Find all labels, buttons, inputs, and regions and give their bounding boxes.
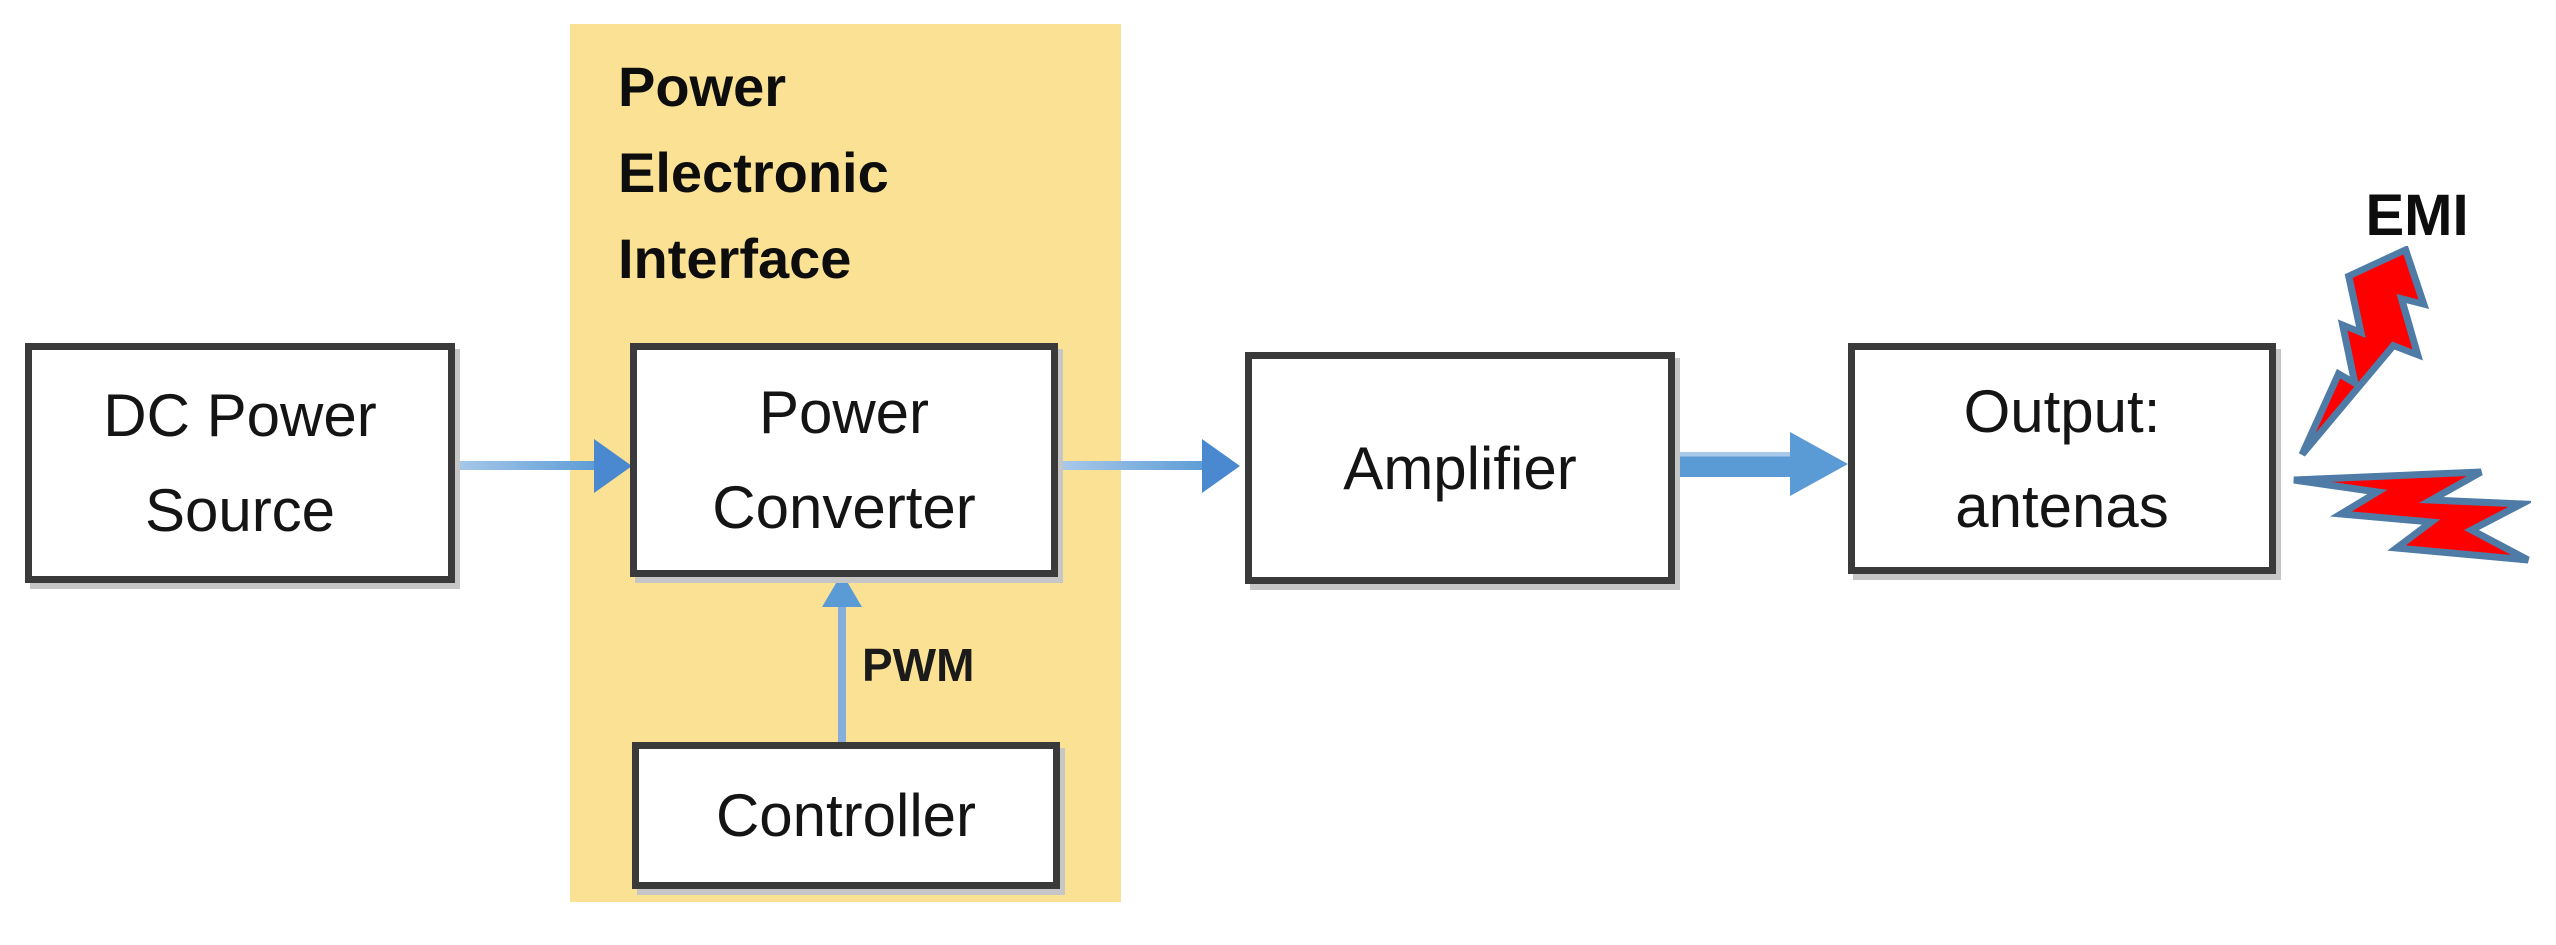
arrow-head-icon bbox=[1790, 432, 1848, 496]
block-dc-power-source: DC Power Source bbox=[25, 343, 455, 583]
arrow-converter-to-amplifier bbox=[1060, 438, 1240, 494]
block-amplifier: Amplifier bbox=[1245, 352, 1675, 584]
arrow-shaft bbox=[1060, 461, 1210, 470]
arrow-shaft bbox=[1674, 452, 1796, 477]
pwm-label: PWM bbox=[862, 639, 975, 691]
arrow-controller-to-converter-pwm bbox=[820, 573, 864, 744]
arrow-dc-to-converter bbox=[452, 438, 632, 494]
emi-lightning-bolt-lower-icon bbox=[2291, 468, 2531, 568]
block-label: Amplifier bbox=[1343, 434, 1577, 502]
block-label: DC Power Source bbox=[103, 382, 377, 544]
block-label: Output: antenas bbox=[1955, 377, 2169, 540]
arrow-head-icon bbox=[594, 439, 632, 493]
arrow-shaft bbox=[452, 461, 602, 470]
block-label: Power Converter bbox=[712, 379, 976, 541]
block-controller: Controller bbox=[632, 742, 1060, 889]
arrow-shaft bbox=[838, 603, 846, 744]
arrow-head-icon bbox=[822, 573, 862, 607]
block-power-converter: Power Converter bbox=[630, 343, 1058, 577]
block-output-antennas: Output: antenas bbox=[1848, 343, 2276, 574]
arrow-amplifier-to-output bbox=[1674, 432, 1850, 496]
emi-lightning-bolt-upper-icon bbox=[2296, 246, 2438, 462]
block-label: Controller bbox=[715, 782, 977, 849]
panel-title: Power Electronic Interface bbox=[618, 55, 889, 290]
arrow-head-icon bbox=[1202, 439, 1240, 493]
emi-label: EMI bbox=[2365, 183, 2469, 248]
